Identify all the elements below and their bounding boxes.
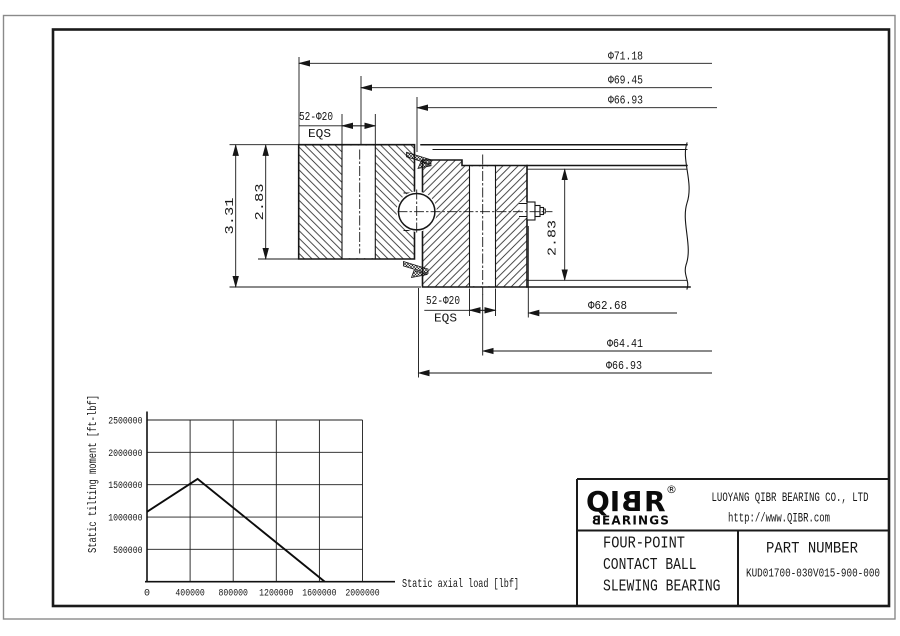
dim-outer-bolt-circle: Φ69.45: [608, 75, 643, 88]
dim-bolt-holes-top: 52-Φ20: [299, 111, 333, 124]
extension-lines: [229, 57, 529, 378]
dim-outer-diameter-1: Φ71.18: [608, 51, 643, 64]
dim-bolt-holes-top-eqs: EQS: [308, 128, 331, 141]
y-tick-label: 2500000: [108, 417, 142, 428]
x-tick-label: 0: [144, 589, 150, 600]
grease-nipple: [519, 201, 546, 221]
x-tick-label: 400000: [175, 589, 204, 600]
part-number-label: PART NUMBER: [766, 540, 858, 558]
x-tick-label: 1200000: [259, 589, 293, 600]
top-seal: [406, 151, 432, 165]
dim-bolt-holes-bottom-eqs: EQS: [434, 313, 457, 326]
dimension-annotations: Φ71.18 Φ69.45 Φ66.93 52-Φ20 EQS 3.31 2.8…: [224, 51, 717, 378]
logo-subtitle: EARINGS: [602, 514, 670, 528]
chart-grid: [146, 419, 363, 583]
qibr-logo: QI B R ® B EARINGS: [586, 483, 677, 528]
x-tick-label: 800000: [219, 589, 248, 600]
dim-bore-diameter: Φ62.68: [588, 300, 627, 313]
y-tick-label: 1500000: [108, 481, 142, 492]
dim-outer-ring-height: 2.83: [254, 183, 267, 220]
seals: [403, 151, 433, 279]
y-tick-label: 1000000: [108, 514, 142, 525]
dim-raceway-diameter-top: Φ66.93: [608, 95, 643, 108]
x-axis-title: Static axial load [lbf]: [402, 577, 519, 591]
product-type-line3: SLEWING BEARING: [603, 577, 721, 596]
title-block-borders: [576, 478, 889, 606]
logo-sub-mirrored-b: B: [591, 514, 601, 528]
x-tick-label: 1600000: [302, 589, 336, 600]
y-axis-title: Static tilting moment [ft-lbf]: [87, 395, 100, 553]
company-website: http://www.QIBR.com: [728, 512, 830, 526]
bolt-hole-edges: [341, 144, 497, 288]
dim-inner-ring-height: 2.83: [547, 220, 560, 256]
dimension-lines: [232, 60, 717, 377]
bottom-seal: [403, 260, 429, 275]
dim-inner-bolt-circle: Φ64.41: [607, 338, 643, 351]
logo-prefix: QI: [586, 485, 620, 518]
dim-overall-height: 3.31: [224, 197, 237, 234]
outer-bolt-hole: [342, 145, 376, 259]
y-tick-label: 500000: [113, 546, 142, 557]
part-number-value: KUD01700-030V015-900-000: [746, 568, 880, 581]
y-tick-label: 2000000: [108, 449, 142, 460]
registered-trademark-icon: ®: [666, 483, 677, 496]
capacity-curve: [146, 477, 326, 583]
x-tick-label: 2000000: [345, 589, 379, 600]
centerlines: [359, 149, 553, 295]
bearing-cross-section: [297, 142, 691, 295]
support-structure: [420, 142, 691, 290]
product-type-line2: CONTACT BALL: [603, 555, 697, 574]
dim-bolt-holes-bottom: 52-Φ20: [426, 295, 460, 308]
chart-tick-labels: 0 400000 800000 1200000 1600000 2000000 500000…: [108, 417, 379, 600]
inner-border: [51, 28, 891, 608]
dim-raceway-diameter-bottom: Φ66.93: [606, 360, 642, 373]
outer-border: [2, 14, 896, 620]
sheet-frame: [2, 14, 896, 620]
logo-mirrored-b: B: [621, 485, 642, 518]
company-name: LUOYANG QIBR BEARING CO., LTD: [712, 491, 869, 505]
title-block: QI B R ® B EARINGS LUOYANG QIBR BEARING …: [576, 478, 889, 606]
product-type-line1: FOUR-POINT: [603, 534, 685, 553]
break-line: [684, 142, 690, 290]
capacity-chart: 0 400000 800000 1200000 1600000 2000000 500000…: [87, 395, 519, 600]
logo-suffix: R: [644, 485, 666, 518]
